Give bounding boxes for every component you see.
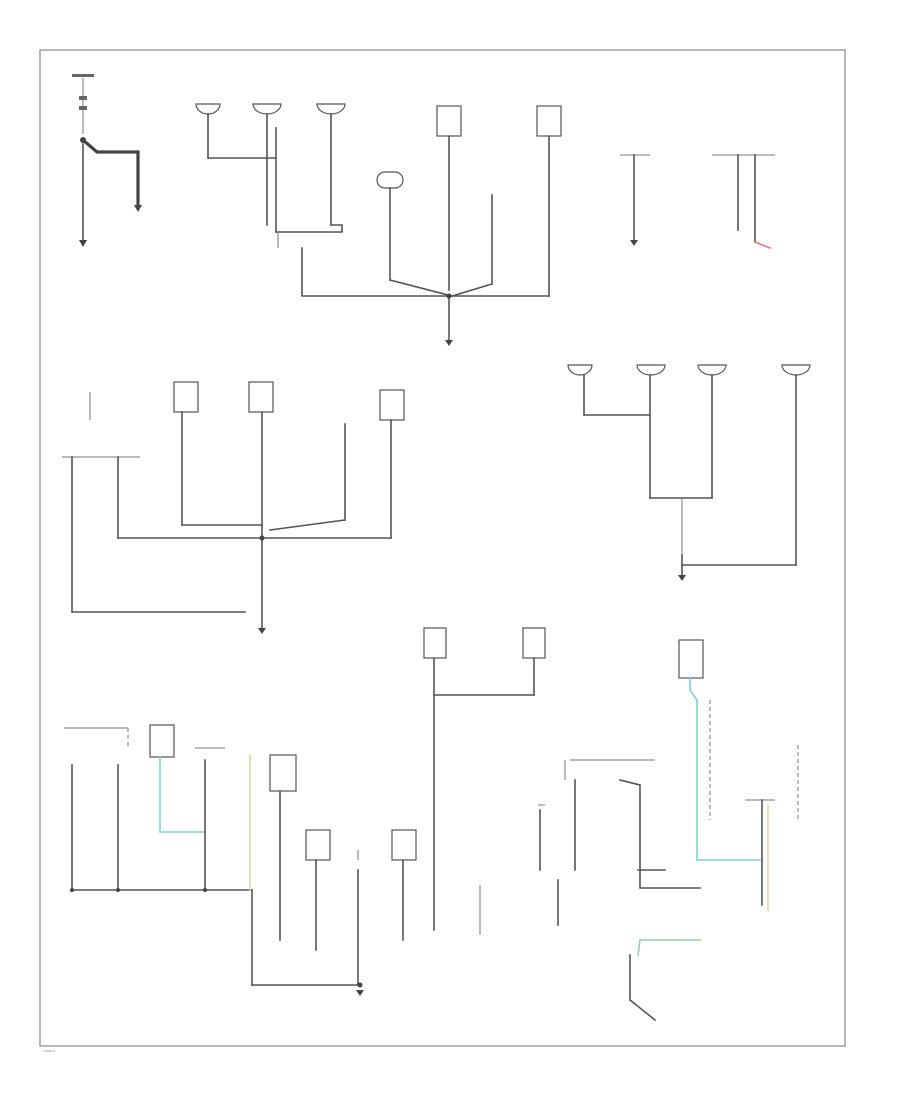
lamp-connector [379, 389, 405, 421]
ground-symbol [445, 340, 453, 346]
lamp-connector [697, 364, 727, 376]
lamp-connector [567, 364, 593, 376]
starter-ground-circuit [557, 639, 799, 1022]
rear-lamp-ground-circuit [62, 381, 405, 634]
lamp-connector [781, 364, 811, 376]
switch-connector [305, 829, 331, 861]
battery-ground-circuit [72, 74, 142, 247]
right-lamp-ground-circuit [567, 364, 811, 581]
lower-left-ground-circuit [64, 724, 545, 996]
switch-connector [391, 829, 417, 861]
module-connector [423, 627, 447, 659]
sensor-connector [436, 105, 462, 137]
connector-block [678, 639, 704, 679]
diagram-frame [39, 49, 846, 1047]
ground-symbol [356, 990, 364, 996]
ground-symbol [79, 240, 87, 247]
ground-symbol [134, 205, 142, 212]
ground-symbol [678, 575, 686, 581]
relay-connector [269, 754, 297, 792]
sensor-connector [536, 105, 562, 137]
ground-symbol [630, 240, 638, 246]
battery-symbol [72, 74, 94, 77]
ground-splice [446, 293, 452, 299]
lamp-connector [248, 381, 274, 413]
diagram-corner-tag: F00304 [44, 1049, 55, 1053]
ground-splice [357, 982, 363, 988]
lamp-connector [252, 103, 282, 115]
lamp-connector [316, 103, 346, 115]
motor-connector [376, 171, 404, 189]
lamp-connector [173, 381, 199, 413]
generator-ground-circuit [620, 154, 775, 250]
module-ground-circuit [423, 627, 546, 931]
module-connector [522, 627, 546, 659]
ground-splice [259, 535, 265, 541]
sensor-connector [149, 724, 175, 758]
ground-symbol [258, 628, 266, 634]
lamp-connector [195, 103, 221, 115]
front-lamp-ground-circuit [195, 103, 562, 346]
lamp-connector [636, 364, 666, 376]
